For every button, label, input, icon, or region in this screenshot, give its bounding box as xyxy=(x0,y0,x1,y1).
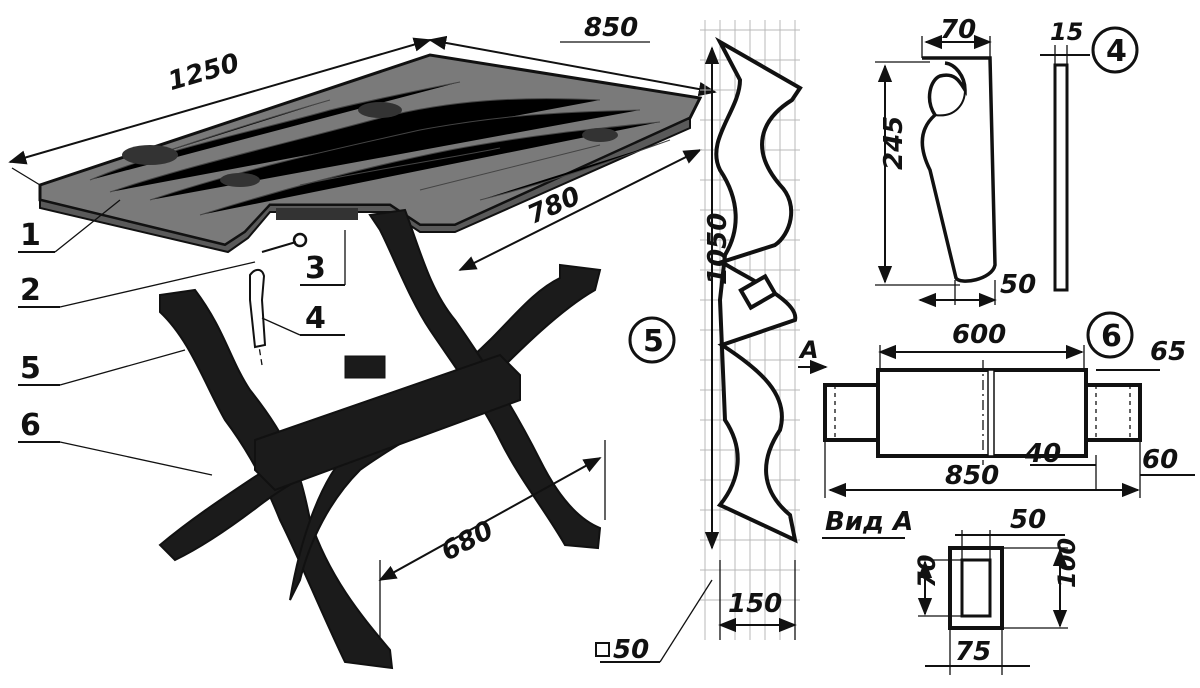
wedge-thickness-label: 15 xyxy=(1050,18,1083,46)
wedge-width-label: 70 xyxy=(940,15,976,45)
part-callouts: 1 2 3 4 5 6 xyxy=(18,199,346,476)
view-a-inner-label: 70 xyxy=(913,555,941,588)
stretcher-center-label: 600 xyxy=(952,320,1006,350)
view-a: Вид А 50 70 100 75 xyxy=(822,505,1081,675)
wedge-detail: 70 245 50 15 4 xyxy=(875,15,1139,308)
dim-850: 850 xyxy=(428,13,717,97)
wedge-height-label: 245 xyxy=(879,116,909,170)
view-a-bottom-label: 75 xyxy=(955,637,991,667)
view-arrow-label: A xyxy=(798,336,819,364)
view-a-top-label: 50 xyxy=(1010,505,1046,535)
view-a-outer-label: 100 xyxy=(1053,538,1081,588)
wedge-bottom-label: 50 xyxy=(1000,270,1036,300)
dim-680-label: 680 xyxy=(436,515,498,567)
stretcher-detail-number: 6 xyxy=(1101,319,1122,354)
wedge-detail-number: 4 xyxy=(1106,34,1127,69)
dim-850-label: 850 xyxy=(584,13,638,43)
leg-detail: 1050 150 5 50 xyxy=(595,20,803,665)
part-label-4: 4 xyxy=(305,301,326,336)
table-base xyxy=(158,208,602,670)
part-label-3: 3 xyxy=(305,251,326,286)
stretcher-total-label: 850 xyxy=(945,461,999,491)
part-label-2: 2 xyxy=(20,273,41,308)
table-top xyxy=(38,53,703,254)
dim-1250-label: 1250 xyxy=(165,48,243,97)
stretcher-shoulder-label: 40 xyxy=(1024,439,1061,469)
part-label-6: 6 xyxy=(20,408,41,443)
stretcher-detail: 600 850 65 40 60 A 6 xyxy=(798,311,1195,498)
stretcher-tenon-end-label: 60 xyxy=(1142,445,1178,475)
leg-height-label: 1050 xyxy=(703,213,733,285)
part-label-1: 1 xyxy=(20,218,41,253)
leg-width-label: 150 xyxy=(728,589,782,619)
leg-detail-number: 5 xyxy=(643,324,664,359)
part-label-5: 5 xyxy=(20,351,41,386)
square-note-label: 50 xyxy=(613,635,649,665)
view-a-title: Вид А xyxy=(825,507,913,537)
stretcher-tenon-label: 65 xyxy=(1150,337,1186,367)
